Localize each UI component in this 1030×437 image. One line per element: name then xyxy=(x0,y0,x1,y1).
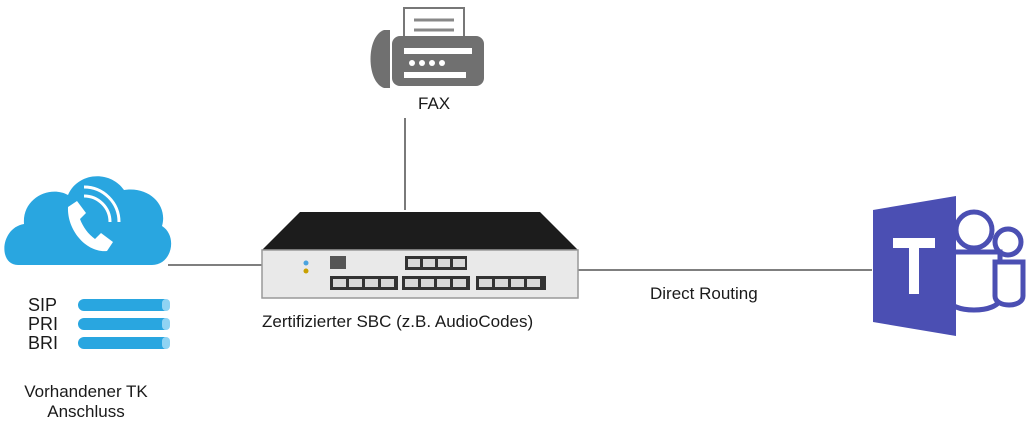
cable-icon xyxy=(78,318,170,330)
tk-connection-label: Vorhandener TK Anschluss xyxy=(0,382,172,422)
tk-label-line-2: Anschluss xyxy=(47,402,125,421)
protocol-label: SIP xyxy=(28,295,58,315)
protocol-label: BRI xyxy=(28,333,59,353)
teams-logo-icon xyxy=(873,196,1026,336)
phone-cloud-icon xyxy=(4,176,172,265)
fax-label: FAX xyxy=(418,94,451,113)
sbc-label: Zertifizierter SBC (z.B. AudioCodes) xyxy=(262,312,534,331)
direct-routing-label: Direct Routing xyxy=(650,284,758,303)
fax-icon xyxy=(370,7,484,88)
tk-label-line-1: Vorhandener TK xyxy=(24,382,148,401)
connectors xyxy=(168,118,872,271)
sbc-appliance-icon xyxy=(261,212,579,299)
cable-icon xyxy=(78,299,170,311)
cable-icon xyxy=(78,337,170,349)
protocol-label: PRI xyxy=(28,314,59,334)
